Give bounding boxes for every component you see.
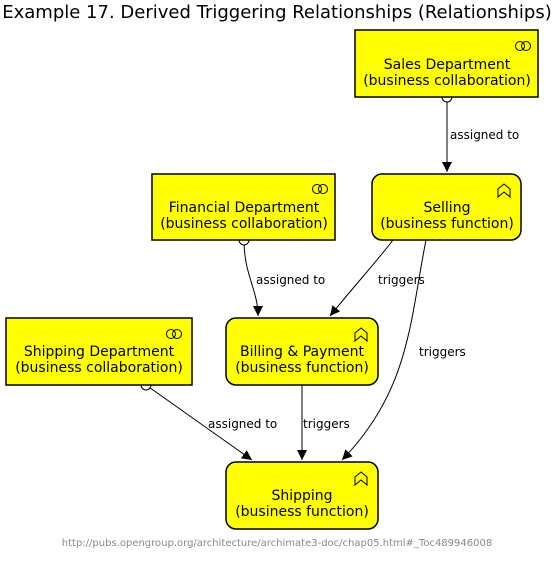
edge-sales-to-selling: assigned to <box>441 91 519 172</box>
page-title: Example 17. Derived Triggering Relations… <box>2 2 552 23</box>
node-box <box>151 173 336 241</box>
node-subtitle: (business function) <box>380 216 514 232</box>
business-function-icon <box>354 471 368 487</box>
edge-label-triggers: triggers <box>419 345 466 359</box>
edge-label-triggers: triggers <box>378 273 425 287</box>
assignment-line <box>145 384 253 461</box>
source-url: http://pubs.opengroup.org/architecture/a… <box>61 538 493 549</box>
collaboration-icon <box>166 329 182 339</box>
business-function-icon <box>497 183 511 199</box>
collaboration-icon <box>515 41 531 51</box>
node-title: Financial Department <box>169 200 320 216</box>
edge-shippingdept-to-shipping: assigned to <box>140 379 277 461</box>
node-box <box>5 317 193 386</box>
edge-label-triggers: triggers <box>303 417 350 431</box>
node-box <box>354 29 539 98</box>
node-box <box>225 461 379 530</box>
edge-billing-to-shipping: triggers <box>297 385 350 460</box>
node-shipping-department[interactable]: Shipping Department (business collaborat… <box>5 317 193 386</box>
node-subtitle: (business collaboration) <box>15 360 183 376</box>
node-box <box>225 317 379 386</box>
node-title: Billing & Payment <box>240 344 365 360</box>
node-financial-department[interactable]: Financial Department (business collabora… <box>151 173 336 241</box>
edge-selling-to-shipping: triggers <box>341 239 466 461</box>
edge-label-assigned-to: assigned to <box>256 273 325 287</box>
edge-selling-to-billing: triggers <box>329 239 425 317</box>
node-subtitle: (business collaboration) <box>363 73 531 89</box>
assignment-line <box>243 239 263 317</box>
node-title: Sales Department <box>384 57 511 73</box>
collaboration-icon <box>312 184 328 194</box>
node-title: Shipping Department <box>24 344 175 360</box>
node-subtitle: (business function) <box>235 360 369 376</box>
node-shipping[interactable]: Shipping (business function) <box>225 461 379 530</box>
edge-label-assigned-to: assigned to <box>208 417 277 431</box>
edge-label-assigned-to: assigned to <box>450 128 519 142</box>
node-subtitle: (business function) <box>235 504 369 520</box>
triggers-line <box>341 239 427 461</box>
business-function-icon <box>354 327 368 343</box>
node-selling[interactable]: Selling (business function) <box>371 173 522 241</box>
node-title: Shipping <box>271 488 332 504</box>
node-title: Selling <box>424 200 471 216</box>
node-subtitle: (business collaboration) <box>160 216 328 232</box>
node-box <box>371 173 522 241</box>
node-sales-department[interactable]: Sales Department (business collaboration… <box>354 29 539 98</box>
node-billing-payment[interactable]: Billing & Payment (business function) <box>225 317 379 386</box>
triggers-line <box>329 239 394 317</box>
edge-financial-to-billing: assigned to <box>238 234 325 317</box>
